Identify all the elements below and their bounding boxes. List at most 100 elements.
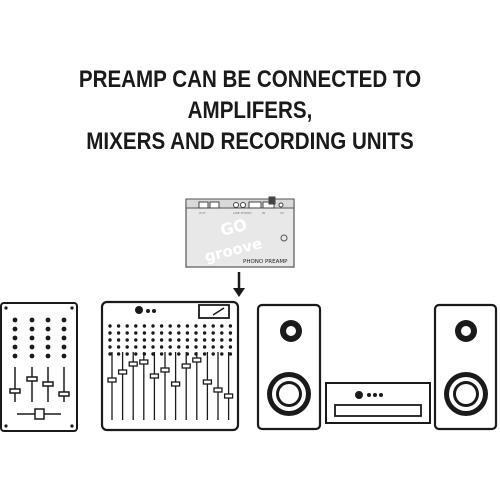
console-knob — [168, 352, 172, 356]
console-fader-cap — [181, 363, 191, 369]
console-knob — [125, 324, 129, 328]
console-knob — [116, 352, 121, 356]
left-speaker — [256, 303, 322, 431]
console-knob — [134, 324, 138, 328]
console-knob — [108, 338, 112, 342]
dj-mixer — [0, 302, 78, 432]
console-knob — [211, 338, 215, 342]
console-knob — [220, 331, 224, 335]
console-knob — [220, 324, 224, 328]
console-knob — [194, 331, 198, 335]
headline: PREAMP CAN BE CONNECTED TO AMPLIFERS, MI… — [40, 64, 460, 157]
console-fader-cap — [107, 377, 117, 383]
console-knob — [125, 352, 129, 356]
console-knob — [228, 352, 233, 356]
console-knob — [185, 331, 190, 335]
console-knob — [185, 345, 190, 349]
console-knob — [168, 345, 172, 349]
receiver-knob-icon — [355, 391, 363, 399]
console-knob — [134, 345, 138, 349]
console-knob — [142, 324, 147, 328]
phono-preamp: OUT LINE PHONO IN 5V GO groove PHONO PRE… — [185, 196, 295, 268]
console-knob — [177, 331, 181, 335]
console-knob — [159, 352, 164, 356]
console-knob — [228, 345, 233, 349]
console-knob — [159, 331, 164, 335]
stereo-receiver — [325, 382, 431, 424]
console-knob — [220, 345, 224, 349]
console-knob — [211, 331, 215, 335]
console-knob — [151, 331, 155, 335]
console-knob — [202, 331, 207, 335]
console-knob — [125, 345, 129, 349]
console-knob — [194, 324, 198, 328]
console-knob — [202, 338, 207, 342]
console-knob — [228, 324, 233, 328]
console-knob — [228, 331, 233, 335]
receiver-tape-slot — [334, 404, 422, 417]
console-fader-cap — [223, 393, 234, 399]
console-fader-cap — [149, 373, 160, 379]
console-top-buttons — [135, 306, 156, 314]
preamp-model-label: PHONO PREAMP — [243, 259, 288, 265]
console-knob — [116, 324, 121, 328]
svg-text:LINE PHONO: LINE PHONO — [233, 211, 252, 215]
console-knob — [228, 338, 233, 342]
console-knob — [168, 331, 172, 335]
console-fader-cap — [202, 379, 213, 385]
console-knob — [177, 324, 181, 328]
console-fader-bank — [107, 352, 234, 420]
console-fader-cap — [213, 387, 223, 393]
console-fader-cap — [170, 381, 181, 387]
console-knob — [125, 331, 129, 335]
console-knob — [151, 324, 155, 328]
console-knob — [220, 352, 224, 356]
console-knob — [108, 324, 112, 328]
svg-text:IN: IN — [262, 211, 265, 215]
console-knob — [202, 352, 207, 356]
console-fader-cap — [117, 369, 128, 375]
console-knob — [159, 338, 164, 342]
svg-text:5V: 5V — [280, 211, 285, 215]
console-knob — [220, 338, 224, 342]
console-knob — [142, 338, 147, 342]
console-knob — [211, 324, 215, 328]
console-knob — [194, 338, 198, 342]
console-knob — [151, 338, 155, 342]
console-knob — [194, 345, 198, 349]
console-fader-cap — [160, 367, 170, 373]
mixer-faders — [9, 367, 70, 420]
console-fader-cap — [139, 359, 149, 365]
console-knob — [168, 338, 172, 342]
console-knob — [159, 324, 164, 328]
console-knob — [108, 345, 112, 349]
mixer-knobs — [12, 317, 67, 359]
console-knob — [177, 352, 181, 356]
console-knob — [116, 338, 121, 342]
console-knob — [159, 345, 164, 349]
svg-text:OUT: OUT — [199, 211, 206, 215]
console-knob — [177, 345, 181, 349]
console-knob-grid — [108, 324, 233, 356]
console-screen — [198, 304, 230, 319]
headline-line-1: PREAMP CAN BE CONNECTED TO AMPLIFERS, — [78, 66, 422, 124]
console-knob — [202, 324, 207, 328]
console-knob — [185, 338, 190, 342]
mixing-console — [100, 300, 240, 432]
power-led-icon — [280, 234, 288, 242]
console-knob — [151, 345, 155, 349]
console-knob — [116, 331, 121, 335]
console-knob — [108, 331, 112, 335]
console-knob — [134, 331, 138, 335]
console-knob — [125, 338, 129, 342]
console-knob — [142, 345, 147, 349]
console-knob — [108, 352, 112, 356]
console-knob — [185, 324, 190, 328]
console-knob — [177, 338, 181, 342]
console-knob — [134, 338, 138, 342]
console-knob — [116, 345, 121, 349]
right-speaker — [433, 303, 498, 431]
console-knob — [202, 345, 207, 349]
console-fader-cap — [192, 357, 202, 363]
